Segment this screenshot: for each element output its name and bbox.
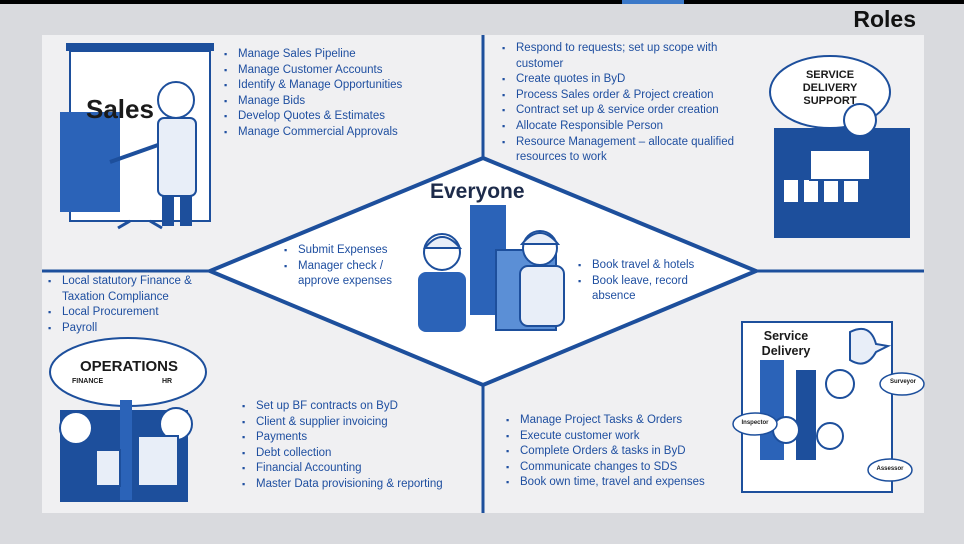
list-item: Contract set up & service order creation [500,103,762,119]
list-item: Client & supplier invoicing [240,415,480,431]
list-item: Debt collection [240,446,480,462]
list-item: Book travel & hotels [576,258,716,274]
list-item: Book leave, record absence [576,274,716,305]
list-item: Submit Expenses [282,243,410,259]
top-accent-bar [622,0,684,4]
list-item: Manage Project Tasks & Orders [504,413,744,429]
operations-bottom-list: Set up BF contracts on ByD Client & supp… [240,399,480,493]
service-delivery-support-list: Respond to requests; set up scope with c… [500,41,762,166]
list-item: Local Procurement [46,305,216,321]
list-item: Execute customer work [504,429,744,445]
hr-label: HR [162,378,173,385]
sales-illustration [60,43,214,230]
operations-label: OPERATIONS [79,358,179,375]
list-item: Payments [240,430,480,446]
surveyor-tag: Surveyor [889,379,916,385]
everyone-left-list: Submit Expenses Manager check / approve … [282,243,410,290]
list-item: Set up BF contracts on ByD [240,399,480,415]
service-delivery-support-illustration [769,55,910,238]
list-item: Identify & Manage Opportunities [222,78,462,94]
service-delivery-illustration [732,321,925,493]
everyone-heading: Everyone [430,180,525,203]
list-item: Allocate Responsible Person [500,119,762,135]
everyone-right-list: Book travel & hotels Book leave, record … [576,258,716,305]
list-item: Master Data provisioning & reporting [240,477,480,493]
operations-top-list: Local statutory Finance & Taxation Compl… [46,274,216,336]
service-delivery-list: Manage Project Tasks & Orders Execute cu… [504,413,744,491]
list-item: Financial Accounting [240,461,480,477]
service-delivery-support-label: SERVICE DELIVERY SUPPORT [802,69,858,107]
assessor-tag: Assessor [876,466,904,472]
list-item: Process Sales order & Project creation [500,88,762,104]
list-item: Manage Bids [222,94,462,110]
sales-label: Sales [86,94,154,124]
list-item: Manager check / approve expenses [282,259,410,290]
list-item: Develop Quotes & Estimates [222,109,462,125]
inspector-tag: Inspector [741,420,769,426]
everyone-illustration [418,205,565,332]
list-item: Manage Customer Accounts [222,63,462,79]
page-title: Roles [853,6,916,32]
service-delivery-label: Service Delivery [761,329,811,358]
list-item: Resource Management – allocate qualified… [500,135,762,166]
list-item: Payroll [46,321,216,337]
finance-label: FINANCE [72,378,104,385]
list-item: Complete Orders & tasks in ByD [504,444,744,460]
operations-illustration [49,337,207,502]
list-item: Create quotes in ByD [500,72,762,88]
list-item: Communicate changes to SDS [504,460,744,476]
sales-list: Manage Sales Pipeline Manage Customer Ac… [222,47,462,141]
list-item: Manage Sales Pipeline [222,47,462,63]
list-item: Book own time, travel and expenses [504,475,744,491]
list-item: Local statutory Finance & Taxation Compl… [46,274,216,305]
list-item: Respond to requests; set up scope with c… [500,41,762,72]
list-item: Manage Commercial Approvals [222,125,462,141]
